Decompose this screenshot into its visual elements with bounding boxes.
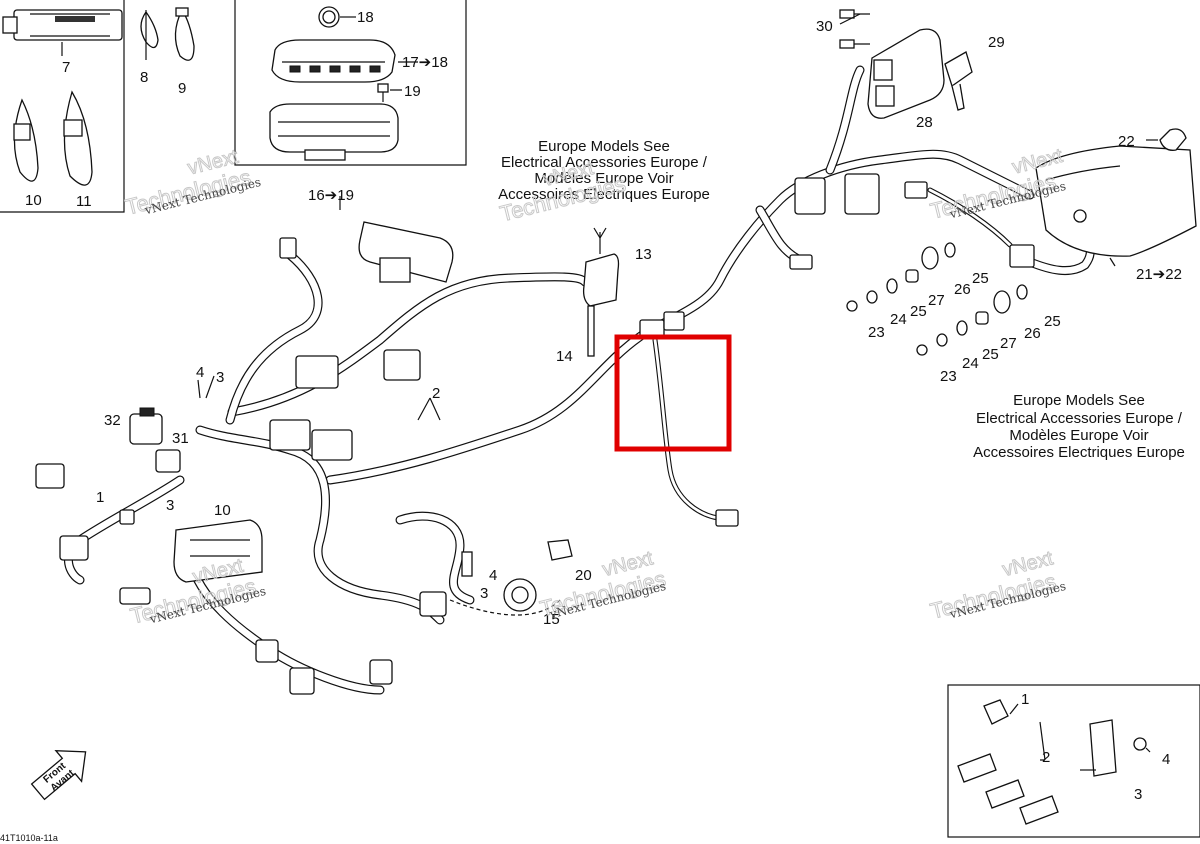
inset-callout-1: 1 bbox=[1021, 691, 1029, 708]
note-right-line-1: Europe Models See bbox=[1013, 392, 1145, 409]
watermark-6: vNext Technologies vNext Technologies bbox=[927, 547, 1067, 624]
inset-callout-2: 2 bbox=[1042, 749, 1050, 766]
callout-27-a: 27 bbox=[928, 292, 945, 309]
callout-25-b: 25 bbox=[910, 303, 927, 320]
cluster-housing-17 bbox=[271, 39, 418, 83]
screw-19 bbox=[377, 83, 402, 102]
cluster-body-16 bbox=[269, 103, 399, 161]
inset-terminals-2 bbox=[957, 753, 1059, 825]
highlight-box bbox=[614, 334, 732, 452]
callout-23-b: 23 bbox=[940, 368, 957, 385]
note-upper-line-3: Modèles Europe Voir bbox=[534, 170, 673, 187]
callout-23-a: 23 bbox=[868, 324, 885, 341]
callout-4-mid: 4 bbox=[489, 567, 497, 584]
callout-7: 7 bbox=[62, 59, 70, 76]
callout-16-19: 16➔19 bbox=[308, 187, 354, 204]
callout-26-b: 26 bbox=[1024, 325, 1041, 342]
watermark-1: vNext Technologies vNext Technologies bbox=[122, 145, 262, 220]
callout-26-a: 26 bbox=[954, 281, 971, 298]
tail-light-21 bbox=[1035, 145, 1197, 257]
callout-18: 18 bbox=[357, 9, 374, 26]
inset-callout-3: 3 bbox=[1134, 786, 1142, 803]
callout-8: 8 bbox=[140, 69, 148, 86]
grease-tube bbox=[2, 9, 123, 56]
inset-bottom-right bbox=[947, 684, 1200, 838]
fuse-box-10 bbox=[173, 519, 263, 583]
callout-30: 30 bbox=[816, 18, 833, 35]
cable-tie-9 bbox=[174, 7, 195, 61]
callout-29: 29 bbox=[988, 34, 1005, 51]
inset-clip-1 bbox=[983, 699, 1009, 725]
callout-17-18: 17➔18 bbox=[402, 54, 448, 71]
bracket-3-mid bbox=[461, 551, 473, 577]
callout-25-d: 25 bbox=[982, 346, 999, 363]
inset-callout-4: 4 bbox=[1162, 751, 1170, 768]
europe-note-right: Europe Models See Electrical Accessories… bbox=[973, 392, 1185, 461]
callout-32: 32 bbox=[104, 412, 121, 429]
callout-2: 2 bbox=[432, 385, 440, 402]
note-right-line-2: Electrical Accessories Europe / bbox=[976, 410, 1183, 427]
callout-3-left: 3 bbox=[216, 369, 224, 386]
screw-14 bbox=[587, 305, 595, 357]
connector-group bbox=[35, 173, 1035, 695]
part-20 bbox=[547, 539, 573, 561]
dash-guide bbox=[449, 599, 561, 616]
hardware-stack-lower bbox=[916, 284, 1028, 356]
callout-27-b: 27 bbox=[1000, 335, 1017, 352]
part-31 bbox=[155, 449, 181, 473]
note-upper-line-2: Electrical Accessories Europe / bbox=[501, 154, 708, 171]
module-16 bbox=[358, 221, 454, 283]
inset-top-center bbox=[234, 0, 467, 166]
note-upper-line-4: Accessoires Electriques Europe bbox=[498, 186, 710, 203]
callout-4-left: 4 bbox=[196, 364, 204, 381]
front-arrow-icon: Front Avant bbox=[30, 749, 87, 801]
hardware-stack-upper bbox=[846, 242, 956, 312]
diagram-id: 41T1010a-11a bbox=[0, 833, 58, 843]
callout-14: 14 bbox=[556, 348, 573, 365]
relay-13 bbox=[582, 227, 620, 307]
callout-10: 10 bbox=[214, 502, 231, 519]
inset-top-left bbox=[0, 0, 125, 213]
callout-24-b: 24 bbox=[962, 355, 979, 372]
bulb-22 bbox=[1159, 128, 1187, 151]
callout-11: 11 bbox=[76, 193, 92, 210]
ecu-28 bbox=[867, 28, 945, 119]
callout-labels: 7 8 9 10 11 18 17➔18 19 16➔19 13 14 4 3 … bbox=[25, 9, 1182, 803]
callout-9: 9 bbox=[178, 80, 186, 97]
callout-19: 19 bbox=[404, 83, 421, 100]
cable-tie-10 bbox=[13, 98, 39, 182]
callout-20: 20 bbox=[575, 567, 592, 584]
callout-28: 28 bbox=[916, 114, 933, 131]
note-upper-line-1: Europe Models See bbox=[538, 138, 670, 155]
callout-15: 15 bbox=[543, 611, 560, 628]
callout-25-c: 25 bbox=[1044, 313, 1061, 330]
part-15 bbox=[503, 578, 537, 612]
gauge-18 bbox=[318, 6, 356, 28]
note-right-line-4: Accessoires Electriques Europe bbox=[973, 444, 1185, 461]
callout-25-a: 25 bbox=[972, 270, 989, 287]
callout-3-low: 3 bbox=[166, 497, 174, 514]
callout-21-22: 21➔22 bbox=[1136, 266, 1182, 283]
inset-bracket-3 bbox=[1089, 719, 1117, 777]
callout-24-a: 24 bbox=[890, 311, 907, 328]
callout-1: 1 bbox=[96, 489, 104, 506]
callout-3-mid: 3 bbox=[480, 585, 488, 602]
callout-22: 22 bbox=[1118, 133, 1135, 150]
cable-tie-11 bbox=[63, 90, 93, 186]
screws-30 bbox=[839, 9, 870, 49]
note-right-line-3: Modèles Europe Voir bbox=[1009, 427, 1148, 444]
callout-13: 13 bbox=[635, 246, 652, 263]
callout-10-inset: 10 bbox=[25, 192, 42, 209]
leader-lines bbox=[197, 13, 1158, 771]
clip-1 bbox=[119, 509, 135, 525]
cable-tie-8 bbox=[140, 10, 159, 60]
inset-nut-4 bbox=[1133, 737, 1147, 751]
bracket-29 bbox=[944, 51, 973, 111]
switch-32 bbox=[129, 407, 163, 445]
europe-note-upper: Europe Models See Electrical Accessories… bbox=[498, 138, 710, 203]
callout-31: 31 bbox=[172, 430, 189, 447]
